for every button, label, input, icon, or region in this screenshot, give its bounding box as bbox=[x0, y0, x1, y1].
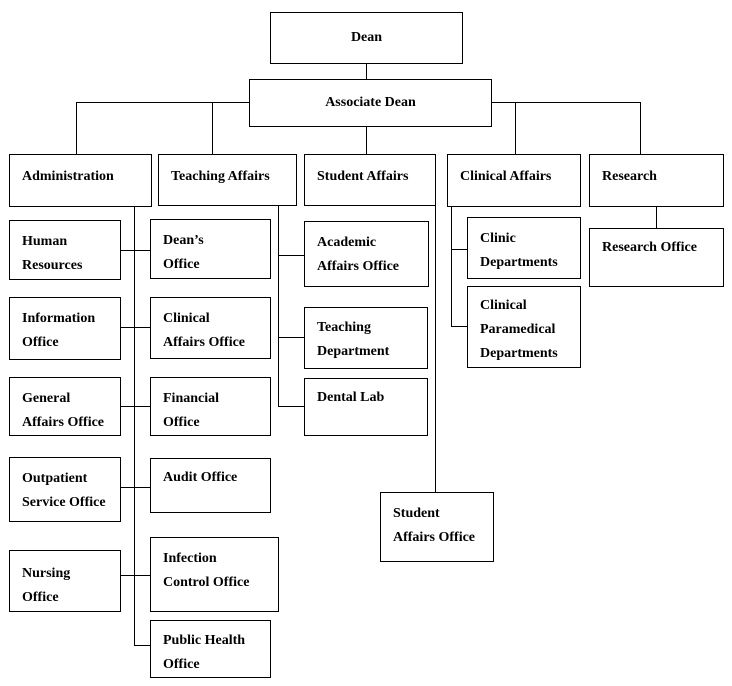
node-clinical-paramedical-departments-line3: Departments bbox=[480, 346, 558, 361]
node-deans-office: Dean’s Office bbox=[150, 219, 271, 279]
connector-hr-deans bbox=[120, 250, 151, 251]
connector-dental-lab bbox=[278, 406, 305, 407]
node-dean: Dean bbox=[270, 12, 463, 64]
node-clinical-paramedical-departments-line1: Clinical bbox=[480, 298, 527, 313]
node-research-label: Research bbox=[602, 169, 657, 184]
node-administration: Administration bbox=[9, 154, 152, 207]
node-clinical-affairs: Clinical Affairs bbox=[447, 154, 581, 207]
node-outpatient-service-office-line1: Outpatient bbox=[22, 471, 88, 486]
node-associate-dean: Associate Dean bbox=[249, 79, 492, 127]
node-outpatient-service-office-line2: Service Office bbox=[22, 495, 106, 510]
node-information-office: Information Office bbox=[9, 297, 121, 360]
connector-administration bbox=[76, 102, 77, 155]
node-teaching-affairs: Teaching Affairs bbox=[158, 154, 297, 206]
node-clinic-departments-line2: Departments bbox=[480, 255, 558, 270]
connector-clinic-depts bbox=[451, 249, 468, 250]
node-clinic-departments-line1: Clinic bbox=[480, 231, 516, 246]
node-research: Research bbox=[589, 154, 724, 207]
connector-teaching-dept bbox=[278, 337, 305, 338]
connector-nursing-infection bbox=[120, 575, 151, 576]
node-deans-office-line2: Office bbox=[163, 257, 200, 272]
node-public-health-office-line2: Office bbox=[163, 657, 200, 672]
node-student-affairs-office: Student Affairs Office bbox=[380, 492, 494, 562]
node-student-affairs-office-line2: Affairs Office bbox=[393, 530, 476, 545]
connector-teaching-affairs bbox=[212, 102, 213, 155]
connector-clinical-trunk bbox=[451, 206, 452, 327]
node-general-affairs-office: General Affairs Office bbox=[9, 377, 121, 436]
node-teaching-affairs-label: Teaching Affairs bbox=[171, 169, 270, 184]
node-clinical-affairs-office-line1: Clinical bbox=[163, 311, 210, 326]
node-human-resources: Human Resources bbox=[9, 220, 121, 280]
node-infection-control-office: Infection Control Office bbox=[150, 537, 279, 612]
node-research-office: Research Office bbox=[589, 228, 724, 287]
node-audit-office-label: Audit Office bbox=[163, 470, 238, 485]
node-dental-lab: Dental Lab bbox=[304, 378, 428, 436]
node-audit-office: Audit Office bbox=[150, 458, 271, 513]
node-student-affairs-office-line1: Student bbox=[393, 506, 440, 521]
connector-dean-associate bbox=[366, 63, 367, 80]
node-outpatient-service-office: Outpatient Service Office bbox=[9, 457, 121, 522]
node-general-affairs-office-line1: General bbox=[22, 391, 71, 406]
connector-research bbox=[640, 102, 641, 155]
node-academic-affairs-office-line2: Affairs Office bbox=[317, 259, 400, 274]
node-infection-control-office-line1: Infection bbox=[163, 551, 217, 566]
node-infection-control-office-line2: Control Office bbox=[163, 575, 250, 590]
node-dental-lab-label: Dental Lab bbox=[317, 390, 385, 405]
node-nursing-office-line2: Office bbox=[22, 590, 59, 605]
node-financial-office: Financial Office bbox=[150, 377, 271, 436]
connector-academic bbox=[278, 255, 305, 256]
connector-paramedical bbox=[451, 326, 468, 327]
node-public-health-office-line1: Public Health bbox=[163, 633, 246, 648]
connector-research-office bbox=[656, 206, 657, 229]
node-nursing-office: Nursing Office bbox=[9, 550, 121, 612]
node-administration-label: Administration bbox=[22, 169, 114, 184]
node-teaching-department-line1: Teaching bbox=[317, 320, 371, 335]
node-deans-office-line1: Dean’s bbox=[163, 233, 204, 248]
node-student-affairs: Student Affairs bbox=[304, 154, 436, 206]
node-clinic-departments: Clinic Departments bbox=[467, 217, 581, 279]
node-clinical-paramedical-departments-line2: Paramedical bbox=[480, 322, 556, 337]
connector-clinical-affairs bbox=[515, 102, 516, 155]
node-clinical-affairs-label: Clinical Affairs bbox=[460, 169, 552, 184]
node-financial-office-line2: Office bbox=[163, 415, 200, 430]
node-associate-dean-label: Associate Dean bbox=[325, 95, 416, 110]
node-teaching-department: Teaching Department bbox=[304, 307, 428, 369]
node-financial-office-line1: Financial bbox=[163, 391, 220, 406]
node-information-office-line1: Information bbox=[22, 311, 96, 326]
node-information-office-line2: Office bbox=[22, 335, 59, 350]
node-nursing-office-line1: Nursing bbox=[22, 566, 71, 581]
node-teaching-department-line2: Department bbox=[317, 344, 390, 359]
node-academic-affairs-office: Academic Affairs Office bbox=[304, 221, 429, 287]
node-clinical-paramedical-departments: Clinical Paramedical Departments bbox=[467, 286, 581, 368]
connector-student-trunk bbox=[435, 205, 436, 493]
connector-outpatient-audit bbox=[120, 487, 151, 488]
node-dean-label: Dean bbox=[350, 30, 383, 45]
node-human-resources-line2: Resources bbox=[22, 258, 83, 273]
node-public-health-office: Public Health Office bbox=[150, 620, 271, 678]
node-human-resources-line1: Human bbox=[22, 234, 68, 249]
connector-student-affairs bbox=[366, 126, 367, 155]
node-clinical-affairs-office: Clinical Affairs Office bbox=[150, 297, 271, 359]
connector-public-health bbox=[134, 645, 151, 646]
connector-info-clinical bbox=[120, 327, 151, 328]
node-clinical-affairs-office-line2: Affairs Office bbox=[163, 335, 246, 350]
connector-teaching-trunk bbox=[278, 205, 279, 406]
node-academic-affairs-office-line1: Academic bbox=[317, 235, 377, 250]
node-student-affairs-label: Student Affairs bbox=[317, 169, 409, 184]
node-general-affairs-office-line2: Affairs Office bbox=[22, 415, 105, 430]
node-research-office-label: Research Office bbox=[602, 240, 697, 255]
connector-general-financial bbox=[120, 406, 151, 407]
connector-admin-trunk bbox=[134, 206, 135, 646]
